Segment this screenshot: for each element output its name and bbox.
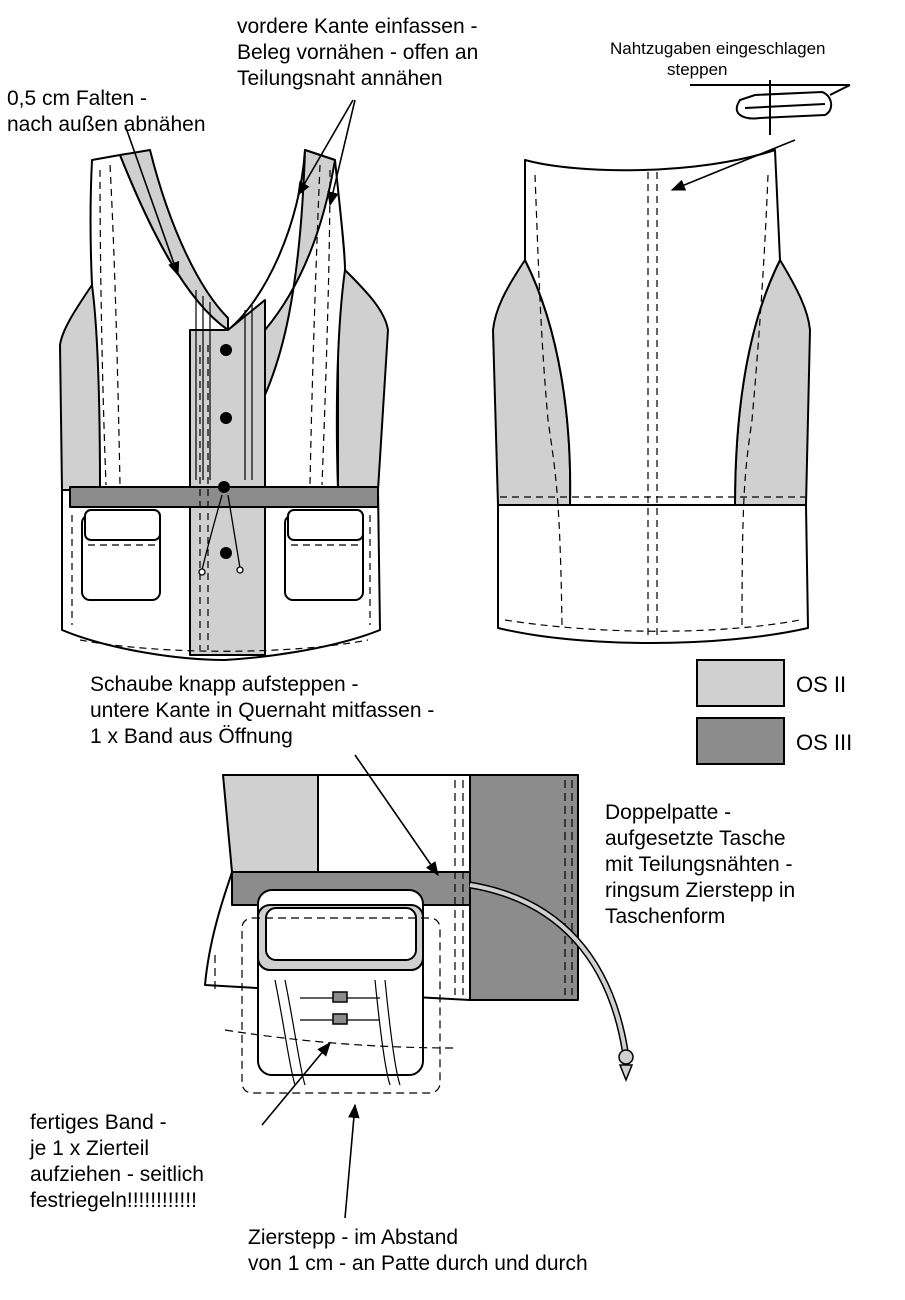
leader-lines — [124, 99, 796, 1219]
detail-side-panel — [222, 774, 319, 873]
front-right-side-panel — [337, 269, 389, 491]
annotation-pleats: 0,5 cm Falten - nach außen abnähen — [7, 87, 206, 136]
back-topstitching — [500, 172, 805, 640]
detail-pocket-pleats — [274, 979, 401, 1086]
back-lower-panel — [497, 504, 809, 644]
front-right-facing — [264, 149, 336, 396]
front-left-side-panel — [59, 284, 101, 491]
front-buttons — [218, 344, 232, 559]
detail-topstitching — [214, 780, 573, 1094]
button — [220, 344, 232, 356]
button — [220, 412, 232, 424]
front-right-flap — [287, 509, 364, 541]
legend-label-os2: OS II — [796, 672, 847, 697]
annotation-front-edge: vordere Kante einfassen - Beleg vornähen… — [237, 15, 479, 90]
annotation-finished-band: fertiges Band - je 1 x Zierteil aufziehe… — [30, 1111, 204, 1212]
detail-toggles — [332, 991, 348, 1025]
legend-label-os3: OS III — [796, 730, 853, 755]
front-topstitching — [71, 164, 371, 652]
detail-flap-inner — [265, 907, 417, 961]
legend-swatch-os2 — [696, 659, 785, 707]
vest-front — [59, 149, 389, 661]
front-placket — [189, 299, 266, 656]
front-drawcord — [198, 494, 244, 576]
button — [218, 481, 230, 493]
vest-back — [492, 149, 811, 644]
detail-placket — [469, 774, 579, 1001]
annotation-schaube: Schaube knapp aufsteppen - untere Kante … — [90, 673, 435, 748]
front-left-facing — [119, 149, 229, 331]
front-pleats — [195, 290, 253, 480]
seam-detail-icon — [690, 80, 851, 135]
pocket-detail — [204, 774, 579, 1076]
detail-cord — [469, 881, 634, 1083]
annotation-double-flap: Doppelpatte - aufgesetzte Tasche mit Tei… — [605, 801, 796, 928]
front-waistband — [69, 486, 379, 508]
button — [220, 547, 232, 559]
annotation-topstitch: Zierstepp - im Abstand von 1 cm - an Pat… — [248, 1226, 588, 1275]
legend-swatch-os3 — [696, 717, 785, 765]
annotation-seam-allowance: Nahtzugaben eingeschlagen steppen — [610, 39, 826, 79]
back-body — [524, 149, 781, 506]
front-left-flap — [84, 509, 161, 541]
